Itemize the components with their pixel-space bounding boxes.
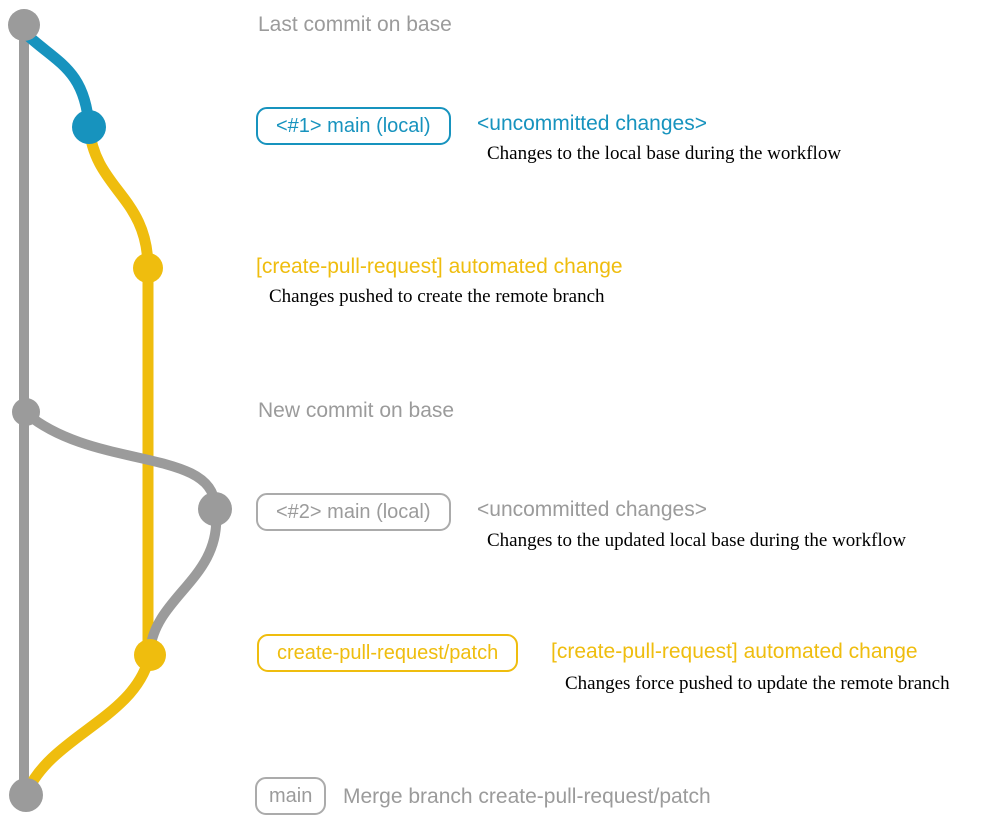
- new-commit-label: New commit on base: [258, 399, 455, 422]
- automated-change-2-heading: [create-pull-request] automated change: [551, 640, 918, 663]
- merge-commit-label: Merge branch create-pull-request/patch: [343, 785, 711, 808]
- uncommitted-changes-2-heading: <uncommitted changes>: [477, 498, 707, 521]
- commit-dot-uncommitted-1: [72, 110, 106, 144]
- uncommitted-changes-1-heading: <uncommitted changes>: [477, 112, 707, 135]
- branch-badge-main: main: [255, 777, 327, 815]
- commit-dot-last-base: [8, 9, 40, 41]
- commit-dot-automated-change-2: [134, 639, 166, 671]
- branch-badge-main-local-1: <#1> main (local): [256, 107, 451, 145]
- commit-dot-merge: [9, 778, 43, 812]
- automated-change-2-description: Changes force pushed to update the remot…: [565, 673, 950, 694]
- uncommitted-changes-1-description: Changes to the local base during the wor…: [487, 143, 842, 164]
- commit-dot-uncommitted-2: [198, 492, 232, 526]
- patch-branch-curve-top: [83, 121, 154, 274]
- branch-badge-patch: create-pull-request/patch: [257, 634, 519, 672]
- uncommitted-changes-2-description: Changes to the updated local base during…: [487, 530, 906, 551]
- automated-change-1-heading: [create-pull-request] automated change: [256, 255, 623, 278]
- branch-badge-main-local-2: <#2> main (local): [256, 493, 451, 531]
- uncommitted-2-branch-curve: [22, 409, 220, 511]
- commit-dot-automated-change-1: [133, 253, 163, 283]
- uncommitted-1-branch-curve: [18, 26, 95, 133]
- commit-dot-new-base: [12, 398, 40, 426]
- uncommitted-2-return-curve: [145, 508, 222, 655]
- patch-merge-curve: [21, 652, 155, 798]
- automated-change-1-description: Changes pushed to create the remote bran…: [269, 286, 605, 307]
- last-commit-label: Last commit on base: [258, 13, 452, 36]
